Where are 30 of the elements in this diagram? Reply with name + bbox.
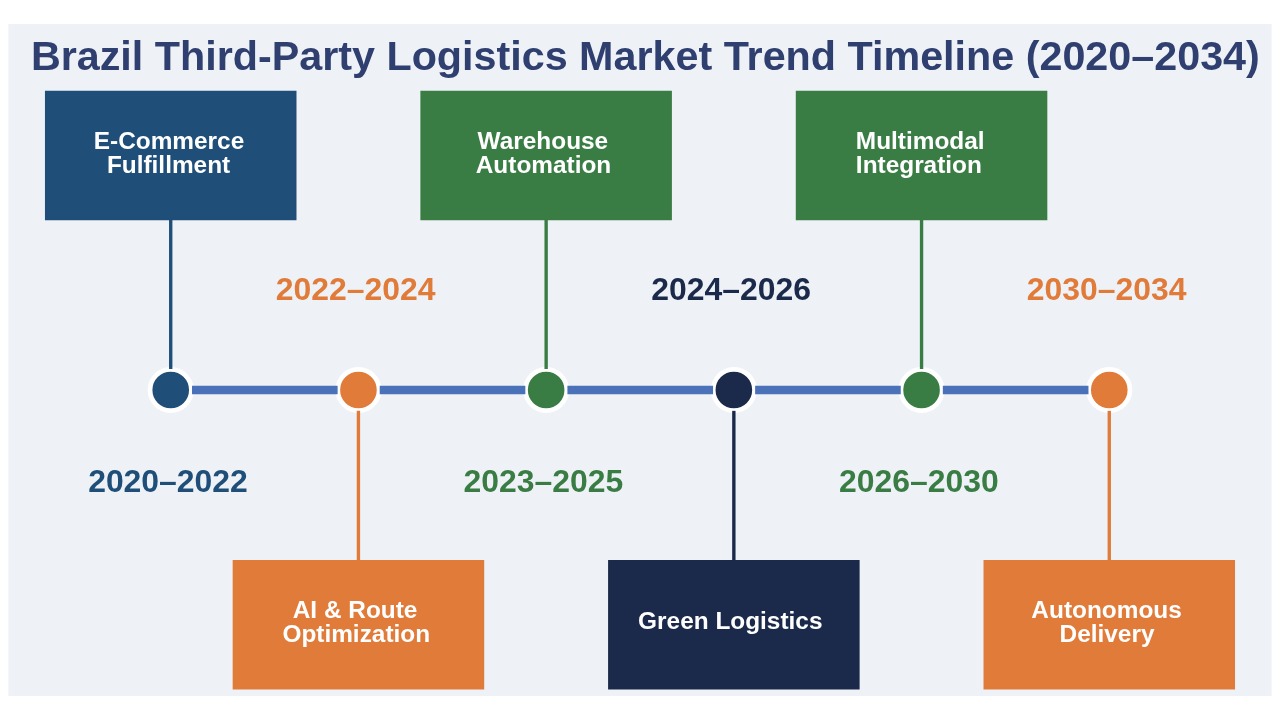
node-circle bbox=[523, 367, 570, 414]
node-box: Multimodal Integration bbox=[795, 90, 1048, 221]
node-box: Green Logistics bbox=[608, 559, 860, 690]
connector bbox=[755, 385, 901, 395]
connector bbox=[544, 219, 548, 369]
node-circle bbox=[335, 367, 382, 414]
node-box: E-Commerce Fulfillment bbox=[44, 90, 297, 221]
node-circle bbox=[898, 367, 945, 414]
connector bbox=[1107, 410, 1111, 561]
connector bbox=[567, 385, 714, 395]
connector bbox=[169, 219, 173, 369]
node-label: 2020–2022 bbox=[88, 462, 248, 499]
connector bbox=[379, 385, 526, 395]
connector bbox=[919, 219, 924, 369]
diagram-title: Brazil Third-Party Logistics Market Trend Timeline (2020–2034) bbox=[30, 33, 1260, 80]
node-circle bbox=[710, 367, 757, 414]
node-label: 2022–2024 bbox=[275, 271, 436, 308]
node-box: Autonomous Delivery bbox=[983, 559, 1236, 690]
node-circle bbox=[1086, 367, 1133, 414]
connector bbox=[192, 385, 338, 395]
connector bbox=[942, 385, 1089, 395]
node-box: Warehouse Automation bbox=[420, 90, 672, 221]
connector bbox=[732, 410, 736, 561]
node-label: 2026–2030 bbox=[838, 462, 999, 499]
node-label: 2024–2026 bbox=[651, 271, 811, 308]
connector bbox=[356, 410, 361, 561]
node-box: AI & Route Optimization bbox=[232, 559, 485, 690]
node-circle bbox=[147, 367, 194, 414]
node-label: 2023–2025 bbox=[463, 462, 624, 499]
node-label: 2030–2034 bbox=[1026, 271, 1187, 308]
